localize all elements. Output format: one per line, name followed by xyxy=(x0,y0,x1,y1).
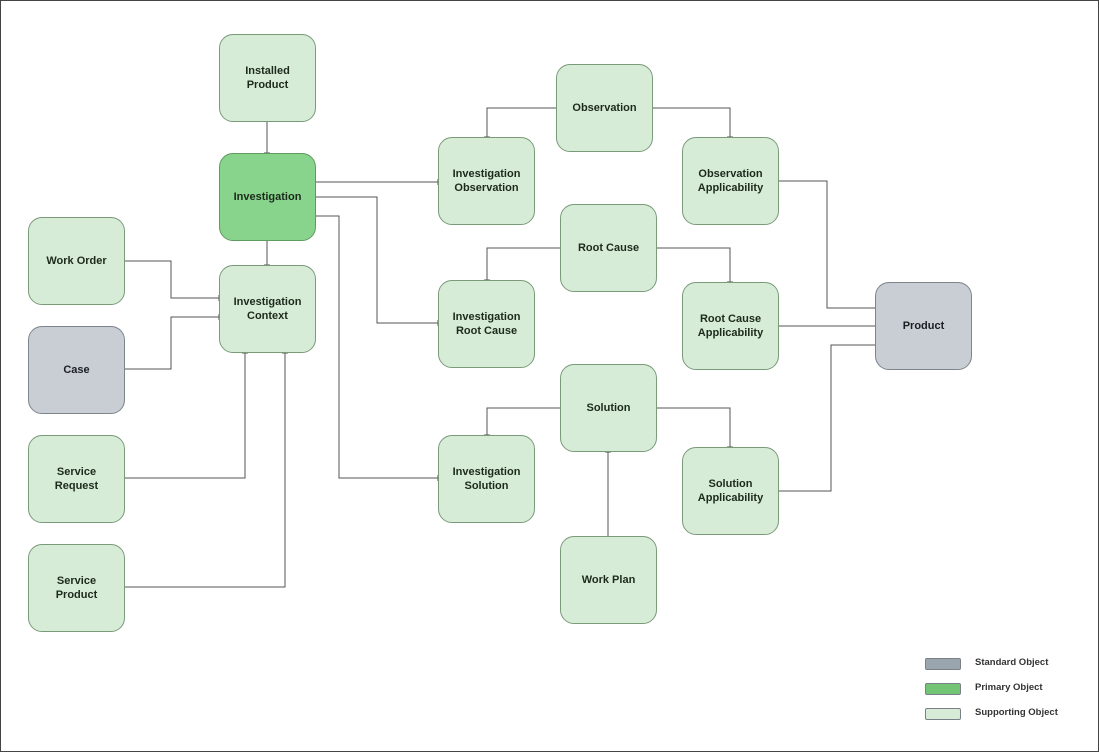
connector-root-cause-applicability xyxy=(656,247,733,283)
node-installed-product: Installed Product xyxy=(219,34,316,122)
connector-root-cause-inv-root-cause xyxy=(484,247,560,281)
connector-work-order-context xyxy=(124,260,220,301)
node-product: Product xyxy=(875,282,972,370)
legend-label-supporting: Supporting Object xyxy=(975,707,1058,718)
legend-label-primary: Primary Object xyxy=(975,682,1043,693)
legend-item-standard: Standard Object xyxy=(925,656,1085,681)
node-root-cause-applicability: Root Cause Applicability xyxy=(682,282,779,370)
connector-solution-applicability xyxy=(656,407,733,448)
node-service-product: Service Product xyxy=(28,544,125,632)
legend-swatch-standard xyxy=(925,658,961,670)
connector-case-context xyxy=(124,314,220,370)
node-investigation-observation: Investigation Observation xyxy=(438,137,535,225)
node-solution: Solution xyxy=(560,364,657,452)
connector-solution-inv-solution xyxy=(484,407,560,436)
legend-item-supporting: Supporting Object xyxy=(925,706,1085,731)
node-case: Case xyxy=(28,326,125,414)
node-observation-applicability: Observation Applicability xyxy=(682,137,779,225)
connector-product-solution-applicability xyxy=(777,344,875,494)
node-work-plan: Work Plan xyxy=(560,536,657,624)
connector-investigation-root-cause xyxy=(316,196,439,326)
legend-swatch-supporting xyxy=(925,708,961,720)
node-work-order: Work Order xyxy=(28,217,125,305)
node-solution-applicability: Solution Applicability xyxy=(682,447,779,535)
connector-service-request-context xyxy=(124,352,248,479)
connector-observation-applicability xyxy=(652,107,733,138)
node-service-request: Service Request xyxy=(28,435,125,523)
node-investigation-root-cause: Investigation Root Cause xyxy=(438,280,535,368)
connector-observation-inv-observation xyxy=(484,107,556,138)
legend: Standard Object Primary Object Supportin… xyxy=(925,656,1085,731)
legend-item-primary: Primary Object xyxy=(925,681,1085,706)
connector-service-product-context xyxy=(124,352,288,588)
legend-label-standard: Standard Object xyxy=(975,657,1049,668)
node-investigation-solution: Investigation Solution xyxy=(438,435,535,523)
node-observation: Observation xyxy=(556,64,653,152)
connector-product-observation-applicability xyxy=(777,178,875,309)
connector-investigation-solution xyxy=(316,215,439,481)
node-investigation-context: Investigation Context xyxy=(219,265,316,353)
node-root-cause: Root Cause xyxy=(560,204,657,292)
node-investigation: Investigation xyxy=(219,153,316,241)
legend-swatch-primary xyxy=(925,683,961,695)
